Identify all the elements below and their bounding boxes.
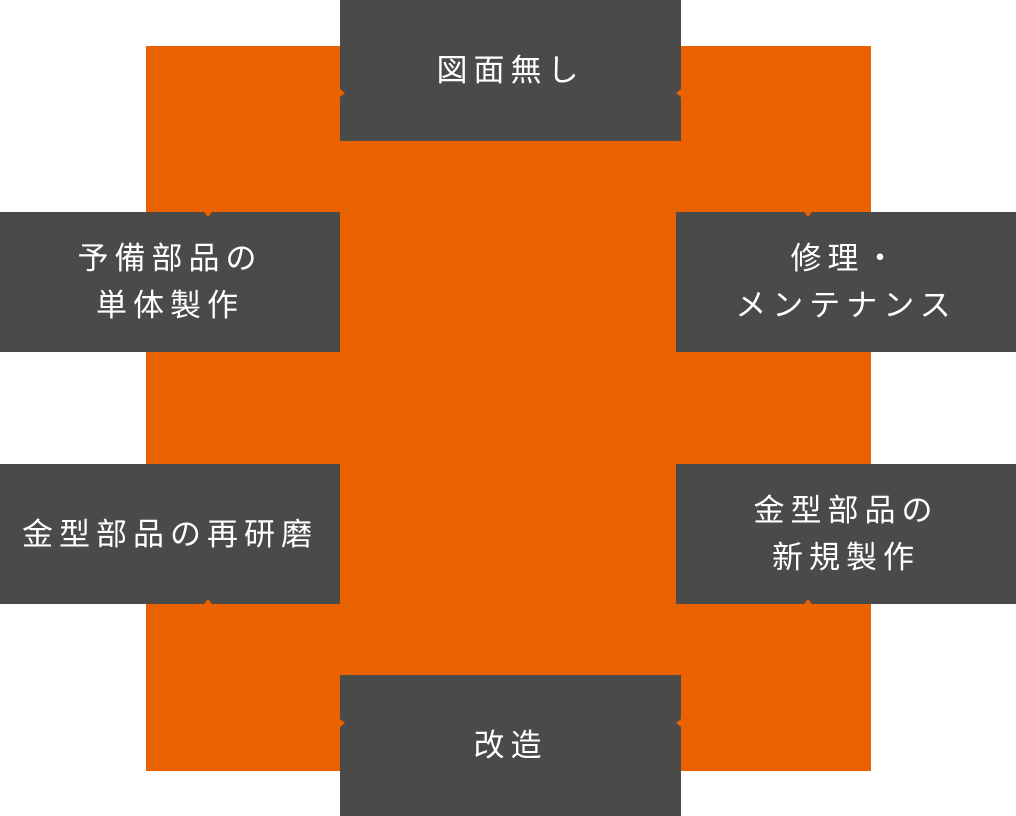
label-repair-maintenance: 修理・ メンテナンス	[735, 241, 957, 323]
label-spare-parts: 予備部品の 単体製作	[77, 241, 263, 323]
triangle-notch-icon	[340, 719, 345, 727]
triangle-notch-icon	[340, 89, 345, 97]
label-box-modification[interactable]: 改造	[340, 675, 681, 816]
label-box-regrinding[interactable]: 金型部品の再研磨	[0, 464, 340, 604]
triangle-notch-icon	[204, 212, 212, 217]
label-modification: 改造	[473, 728, 548, 763]
center-orange-square	[146, 46, 871, 771]
triangle-notch-icon	[676, 89, 681, 97]
label-regrinding: 金型部品の再研磨	[22, 516, 318, 552]
triangle-notch-icon	[804, 212, 812, 217]
label-box-no-drawing[interactable]: 図面無し	[340, 0, 681, 141]
label-box-spare-parts[interactable]: 予備部品の 単体製作	[0, 212, 340, 352]
triangle-notch-icon	[676, 719, 681, 727]
label-new-parts: 金型部品の 新規製作	[753, 493, 939, 575]
label-no-drawing: 図面無し	[436, 53, 585, 88]
label-box-new-parts[interactable]: 金型部品の 新規製作	[676, 464, 1016, 604]
triangle-notch-icon	[804, 599, 812, 604]
label-box-repair-maintenance[interactable]: 修理・ メンテナンス	[676, 212, 1016, 352]
triangle-notch-icon	[204, 599, 212, 604]
